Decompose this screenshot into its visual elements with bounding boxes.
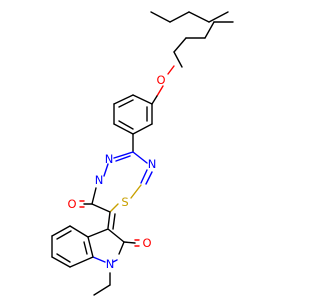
triazole-n-left-label: N [95, 173, 104, 187]
benzo-ring [51, 225, 94, 268]
thiazole-s-label: S [121, 195, 128, 209]
phenyl-ring [113, 94, 153, 135]
indolinone-oxygen-label: O [142, 236, 151, 250]
oxindole-carbonyl [123, 239, 140, 247]
exocyclic-double-bond [107, 211, 116, 230]
triazole-n-right-label: N [148, 157, 157, 171]
ether-oxygen: O [151, 65, 175, 105]
thiazolone-ring [91, 184, 142, 213]
alkyl-chain [173, 21, 234, 68]
oxindole-ring [87, 228, 125, 263]
thiazolone-carbonyl [79, 200, 93, 208]
pentyl-chain [150, 11, 229, 23]
triazole-n-top-label: N [105, 152, 114, 166]
triazole-ring [103, 151, 153, 185]
thiazolone-oxygen-label: O [67, 197, 76, 211]
n-ethyl-group [93, 272, 111, 296]
indole-n-label: N [106, 257, 115, 271]
molecule-structure-diagram: O N N N S [51, 11, 234, 296]
ether-oxygen-label: O [156, 73, 165, 87]
